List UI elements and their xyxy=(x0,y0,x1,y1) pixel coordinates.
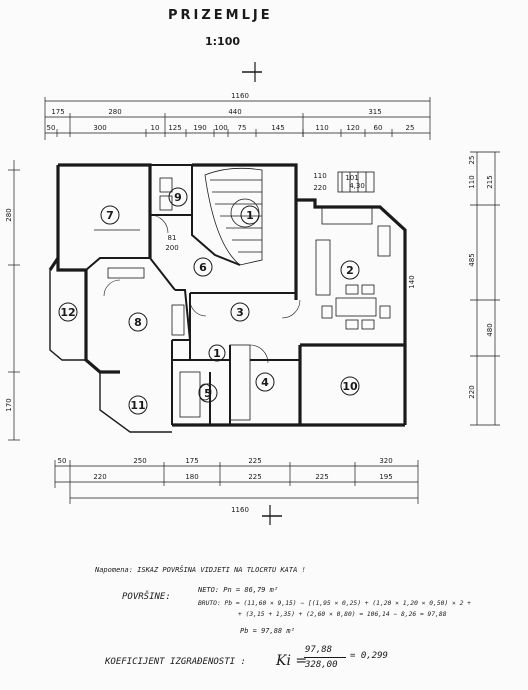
svg-text:480: 480 xyxy=(486,323,494,336)
plan-scale: 1:100 xyxy=(205,35,241,48)
bottom-dimension-lines xyxy=(54,460,419,504)
svg-text:120: 120 xyxy=(346,124,359,132)
top-dimension-lines xyxy=(44,97,431,140)
room-1-number: 1 xyxy=(246,209,254,222)
svg-text:315: 315 xyxy=(368,108,381,116)
room-11-number: 11 xyxy=(130,399,145,412)
koeficijent-symbol: Ki = xyxy=(276,653,308,669)
svg-text:101: 101 xyxy=(345,174,358,182)
room-6-number: 6 xyxy=(199,261,207,274)
svg-text:220: 220 xyxy=(93,473,106,481)
right-dimension-lines xyxy=(470,151,500,426)
room-9-number: 9 xyxy=(174,191,182,204)
room-12-number: 12 xyxy=(60,306,75,319)
svg-text:215: 215 xyxy=(486,175,494,188)
left-dimension-lines xyxy=(8,160,20,441)
room-3-number: 3 xyxy=(236,306,244,319)
room-10-number: 10 xyxy=(342,380,358,393)
svg-text:220: 220 xyxy=(468,385,476,398)
koeficijent-result: = 0,299 xyxy=(350,651,388,661)
svg-text:225: 225 xyxy=(248,457,261,465)
svg-text:81: 81 xyxy=(168,234,177,242)
svg-text:250: 250 xyxy=(133,457,146,465)
svg-text:225: 225 xyxy=(248,473,261,481)
svg-text:145: 145 xyxy=(271,124,284,132)
room-numbers: 7 1 2 3 4 5 6 8 9 10 11 12 1 xyxy=(60,191,358,412)
svg-text:60: 60 xyxy=(374,124,383,132)
svg-text:225: 225 xyxy=(315,473,328,481)
room-8-number: 8 xyxy=(134,316,142,329)
koeficijent-denominator: 328,00 xyxy=(305,660,338,670)
interior-walls xyxy=(85,164,300,425)
koeficijent-label: KOEFICIJENT IZGRAĐENOSTI : xyxy=(105,657,246,667)
svg-text:25: 25 xyxy=(468,156,476,165)
svg-text:280: 280 xyxy=(108,108,121,116)
svg-text:195: 195 xyxy=(379,473,392,481)
svg-text:170: 170 xyxy=(5,398,13,411)
svg-text:175: 175 xyxy=(185,457,198,465)
svg-text:4,30: 4,30 xyxy=(349,182,365,190)
svg-text:110: 110 xyxy=(313,172,326,180)
room-1b-number: 1 xyxy=(213,347,221,360)
svg-text:50: 50 xyxy=(58,457,67,465)
room-7-number: 7 xyxy=(106,209,114,222)
pb-result: Pb = 97,88 m² xyxy=(240,627,295,635)
bruto-formula-line2: + (3,15 + 1,35) + (2,60 × 0,80) = 106,14… xyxy=(238,611,447,618)
room-4-number: 4 xyxy=(261,376,269,389)
plan-title: PRIZEMLJE xyxy=(168,8,273,23)
room-marker-circles xyxy=(58,187,360,415)
dimension-labels: 1160 175 280 440 315 50 300 10 125 190 1… xyxy=(5,92,494,514)
neto-formula: NETO: Pn = 86,79 m² xyxy=(198,586,279,594)
koeficijent-numerator: 97,88 xyxy=(305,645,333,655)
note-text: Napomena: ISKAZ POVRŠINA VIDJETI NA TLOC… xyxy=(95,566,306,574)
svg-text:110: 110 xyxy=(468,175,476,188)
svg-text:175: 175 xyxy=(51,108,64,116)
svg-text:110: 110 xyxy=(315,124,328,132)
fraction-bar xyxy=(304,657,346,658)
dim-bottom-total: 1160 xyxy=(231,506,249,514)
furniture xyxy=(94,171,391,421)
svg-text:220: 220 xyxy=(313,184,326,192)
door-swings xyxy=(103,214,301,364)
svg-text:10: 10 xyxy=(151,124,160,132)
svg-text:50: 50 xyxy=(47,124,56,132)
dim-top-total: 1160 xyxy=(231,92,249,100)
svg-text:200: 200 xyxy=(165,244,178,252)
svg-text:100: 100 xyxy=(214,124,227,132)
svg-text:485: 485 xyxy=(468,253,476,266)
povrsine-label: POVRŠINE: xyxy=(122,592,171,602)
room-2-number: 2 xyxy=(346,264,354,277)
svg-text:180: 180 xyxy=(185,473,198,481)
svg-text:75: 75 xyxy=(238,124,247,132)
svg-text:190: 190 xyxy=(193,124,206,132)
svg-text:320: 320 xyxy=(379,457,392,465)
svg-text:300: 300 xyxy=(93,124,106,132)
svg-text:280: 280 xyxy=(5,208,13,221)
svg-text:125: 125 xyxy=(168,124,181,132)
svg-text:25: 25 xyxy=(406,124,415,132)
room-5-number: 5 xyxy=(204,387,212,400)
bay-outlines xyxy=(49,270,405,433)
svg-text:140: 140 xyxy=(408,275,416,288)
bruto-formula-line1: BRUTO: Pb = (11,60 × 9,15) − [(1,95 × 0,… xyxy=(198,600,471,607)
svg-text:440: 440 xyxy=(228,108,241,116)
